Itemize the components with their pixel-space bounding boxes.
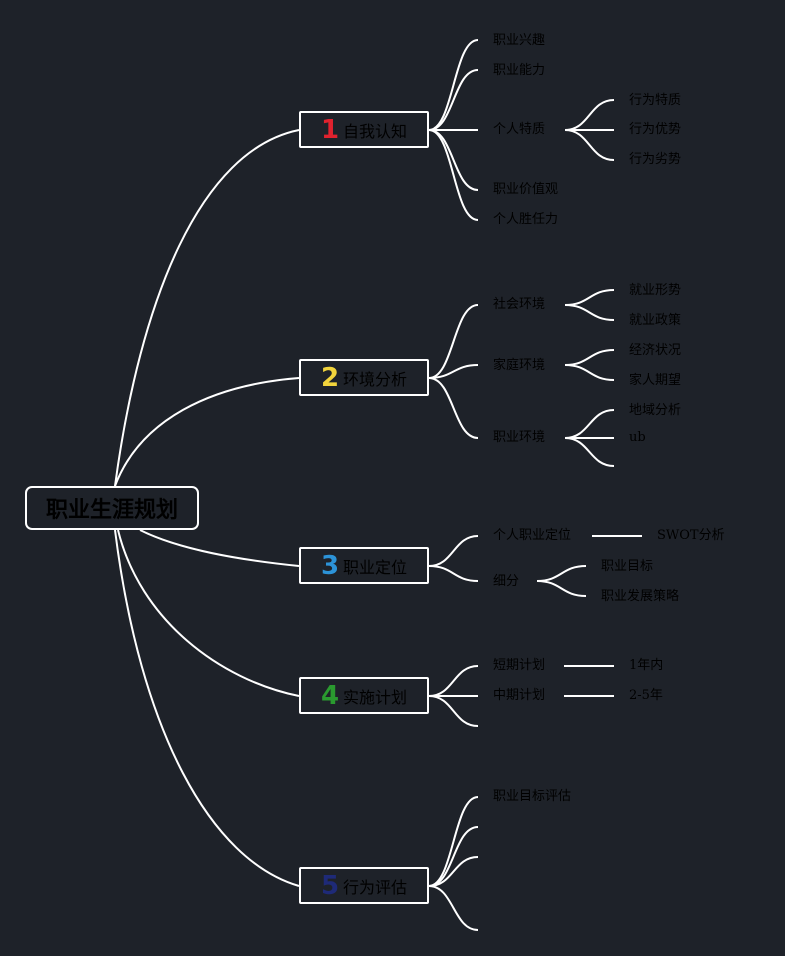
connector-root-branch-5 — [114, 529, 300, 887]
topic-family-environment[interactable]: 家庭环境 — [493, 358, 546, 373]
root-title: 职业生涯规划 — [45, 498, 178, 523]
connector-b1-career-values — [428, 129, 479, 191]
connector-b5-empty-2 — [428, 856, 479, 887]
connector-b5-goal-eval — [428, 796, 479, 887]
topic-short-term-plan[interactable]: 短期计划 — [493, 658, 546, 673]
subtopic-employment-situation[interactable]: 就业形势 — [629, 283, 682, 298]
subtopic-family-expectations[interactable]: 家人期望 — [629, 373, 682, 388]
branch-title: 职业定位 — [343, 557, 408, 577]
branch-number: 2 — [320, 362, 340, 393]
connector-traits-behavior — [564, 99, 615, 131]
connector-segment-strategy — [536, 580, 587, 597]
topic-career-values[interactable]: 职业价值观 — [493, 182, 559, 197]
branch-behavior-evaluation[interactable]: 5 行为评估 — [299, 867, 429, 904]
subtopic-behavior-traits[interactable]: 行为特质 — [629, 93, 682, 108]
connector-b1-career-ability — [428, 69, 479, 131]
connector-env-regional — [564, 409, 615, 439]
subtopic-regional-analysis[interactable]: 地域分析 — [629, 403, 682, 418]
root-node[interactable]: 职业生涯规划 — [25, 486, 199, 530]
connector-b1-career-interest — [428, 39, 479, 131]
connector-root-branch-2 — [114, 377, 300, 487]
subtopic-economic-status[interactable]: 经济状况 — [629, 343, 682, 358]
connector-b3-positioning — [428, 535, 479, 567]
branch-number: 5 — [320, 870, 340, 901]
connector-family-expectation — [564, 364, 615, 381]
topic-career-interest[interactable]: 职业兴趣 — [493, 33, 546, 48]
subtopic-swot-analysis[interactable]: SWOT分析 — [657, 528, 725, 543]
connector-b3-segmentation — [428, 565, 479, 582]
connector-family-economy — [564, 349, 615, 366]
topic-segmentation[interactable]: 细分 — [493, 574, 520, 589]
connector-social-policy — [564, 304, 615, 321]
connector-b4-short — [428, 665, 479, 697]
branch-title: 实施计划 — [343, 687, 408, 707]
branch-career-positioning[interactable]: 3 职业定位 — [299, 547, 429, 584]
branch-environment-analysis[interactable]: 2 环境分析 — [299, 359, 429, 396]
subtopic-employment-policy[interactable]: 就业政策 — [629, 313, 682, 328]
subtopic-within-one-year[interactable]: 1年内 — [629, 658, 664, 673]
connector-b1-competency — [428, 129, 479, 221]
connector-b5-empty-3 — [428, 885, 479, 931]
branch-implementation-plan[interactable]: 4 实施计划 — [299, 677, 429, 714]
connector-b4-empty — [428, 695, 479, 727]
topic-personal-positioning[interactable]: 个人职业定位 — [493, 528, 572, 543]
branch-self-awareness[interactable]: 1 自我认知 — [299, 111, 429, 148]
branch-title: 环境分析 — [343, 369, 408, 389]
subtopic-two-to-five-years[interactable]: 2-5年 — [629, 688, 663, 703]
topic-mid-term-plan[interactable]: 中期计划 — [493, 688, 546, 703]
topic-social-environment[interactable]: 社会环境 — [493, 297, 546, 312]
connector-b2-career-env — [428, 377, 479, 439]
branch-title: 行为评估 — [343, 877, 408, 897]
topic-personal-traits[interactable]: 个人特质 — [493, 122, 546, 137]
branch-title: 自我认知 — [343, 121, 408, 141]
connector-env-empty — [564, 437, 615, 467]
topic-personal-competency[interactable]: 个人胜任力 — [493, 212, 559, 227]
branch-number: 3 — [320, 550, 340, 581]
connector-b2-family — [428, 364, 479, 379]
connector-root-branch-4 — [117, 529, 300, 697]
topic-career-ability[interactable]: 职业能力 — [493, 63, 546, 78]
connector-segment-goal — [536, 565, 587, 582]
connector-b2-social — [428, 304, 479, 379]
subtopic-career-strategy[interactable]: 职业发展策略 — [601, 589, 680, 604]
subtopic-behavior-weaknesses[interactable]: 行为劣势 — [629, 152, 682, 167]
connector-root-branch-3 — [139, 529, 300, 567]
subtopic-ub[interactable]: ub — [629, 430, 646, 445]
branch-number: 4 — [320, 680, 340, 711]
topic-career-goal-evaluation[interactable]: 职业目标评估 — [493, 789, 572, 804]
connector-social-situation — [564, 289, 615, 306]
connector-root-branch-1 — [114, 129, 300, 487]
branch-number: 1 — [320, 114, 340, 145]
subtopic-behavior-strengths[interactable]: 行为优势 — [629, 122, 682, 137]
topic-career-environment[interactable]: 职业环境 — [493, 430, 546, 445]
subtopic-career-goal[interactable]: 职业目标 — [601, 559, 654, 574]
connector-b5-empty-1 — [428, 826, 479, 887]
connector-traits-weaknesses — [564, 129, 615, 161]
